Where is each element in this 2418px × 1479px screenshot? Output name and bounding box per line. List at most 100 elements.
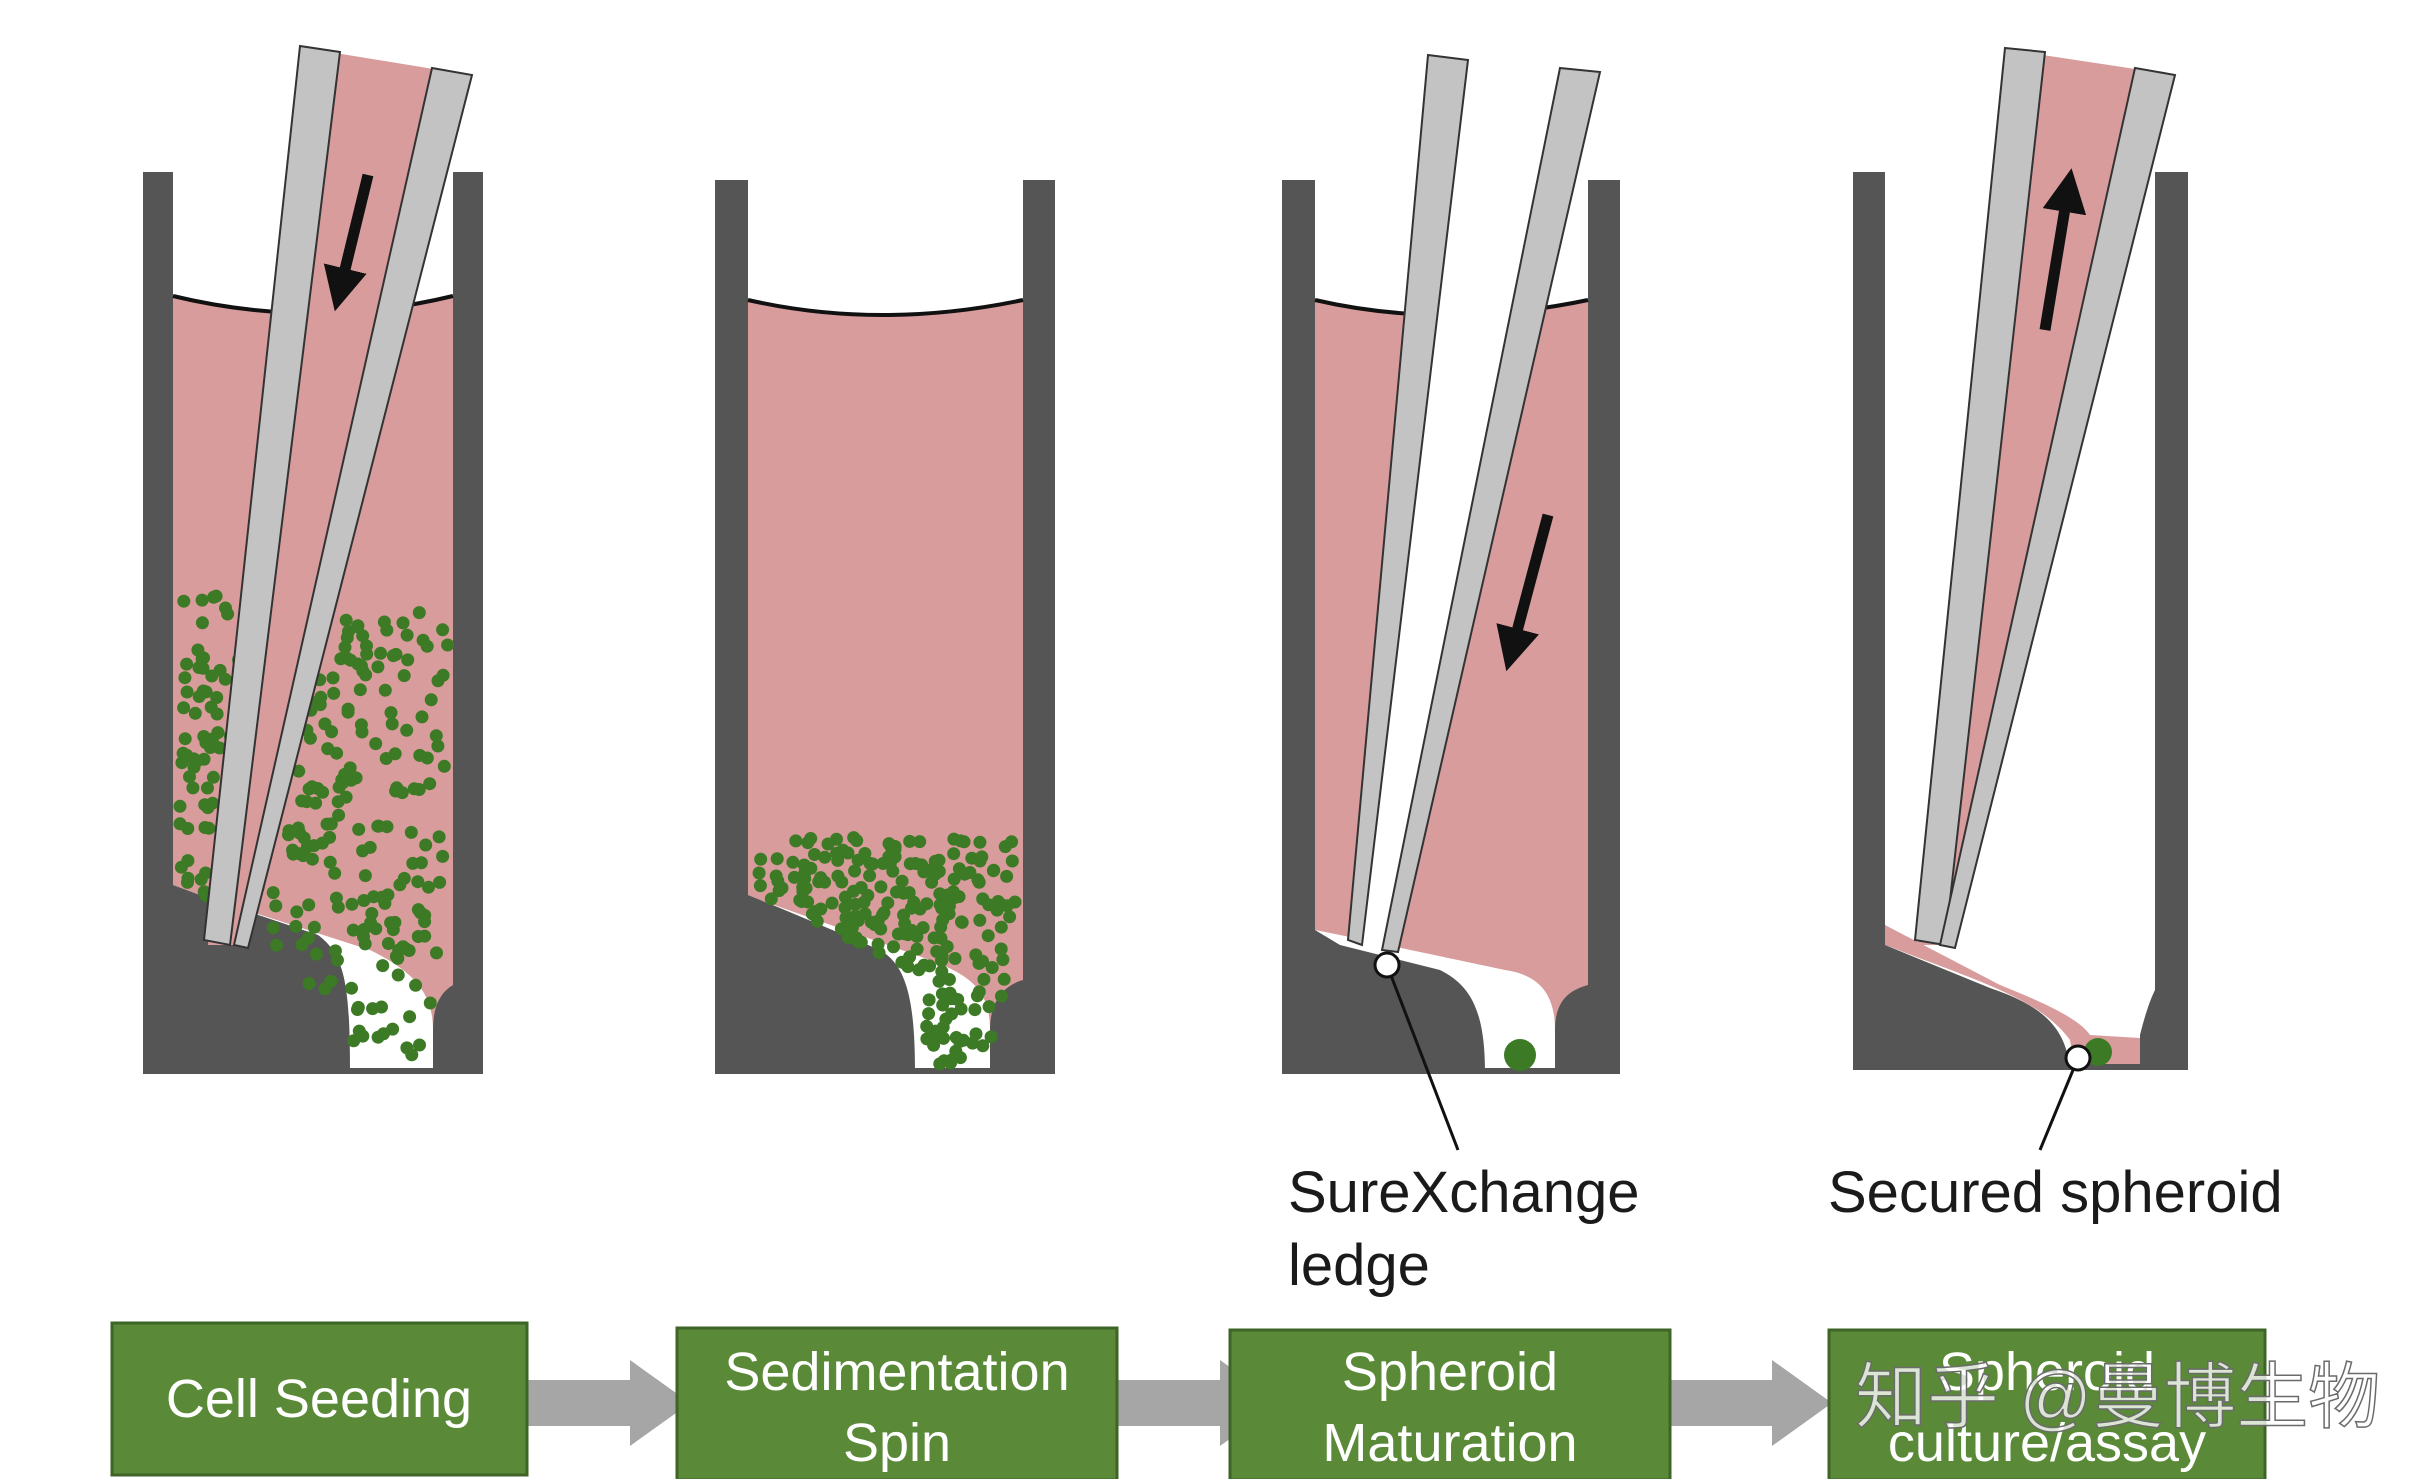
- step-label-line2: Maturation: [1322, 1413, 1577, 1473]
- cell: [432, 830, 446, 844]
- cell: [211, 726, 225, 740]
- cell: [982, 1000, 996, 1014]
- cell: [374, 646, 388, 660]
- cell: [981, 929, 995, 943]
- cell: [178, 732, 192, 746]
- cell: [332, 808, 346, 822]
- cell: [302, 977, 316, 990]
- cell: [339, 790, 353, 804]
- cell: [181, 875, 194, 889]
- cell: [403, 1010, 417, 1024]
- cell: [976, 1039, 990, 1053]
- cell: [371, 660, 385, 674]
- cell: [409, 978, 423, 992]
- cell: [420, 751, 434, 765]
- cell-cluster: [752, 831, 1022, 1071]
- cell: [400, 723, 414, 737]
- meniscus: [747, 298, 1024, 317]
- cell: [786, 855, 800, 869]
- well-wall-left: [715, 180, 915, 1072]
- cell: [181, 822, 195, 835]
- cell: [997, 972, 1011, 986]
- cell: [433, 875, 447, 889]
- cell: [804, 861, 818, 875]
- cell: [346, 923, 360, 937]
- cell: [963, 866, 977, 879]
- cell: [180, 657, 194, 671]
- cell: [882, 837, 896, 851]
- cell: [176, 746, 190, 760]
- cell: [401, 653, 415, 667]
- cell: [197, 752, 211, 766]
- cell: [351, 619, 365, 633]
- cell: [841, 846, 855, 860]
- cell: [917, 958, 931, 972]
- cell: [430, 946, 443, 960]
- cell: [205, 669, 219, 683]
- cell: [218, 672, 232, 686]
- cell: [1000, 869, 1014, 883]
- cell: [977, 972, 991, 986]
- cell: [847, 911, 861, 925]
- cell: [418, 915, 432, 929]
- cell: [381, 937, 395, 950]
- cell: [887, 940, 900, 954]
- cell: [180, 685, 194, 699]
- cell: [936, 1020, 950, 1034]
- cell: [411, 903, 425, 917]
- cell: [385, 717, 399, 731]
- cell: [848, 897, 862, 911]
- cell: [399, 942, 412, 956]
- cell: [987, 863, 1001, 877]
- cell: [266, 921, 280, 935]
- cell: [431, 739, 445, 753]
- cell: [329, 891, 343, 905]
- cell: [356, 629, 370, 643]
- cell: [328, 866, 342, 880]
- cell: [219, 601, 232, 615]
- cell: [352, 822, 366, 836]
- cell: [341, 705, 355, 719]
- cell: [192, 690, 206, 703]
- cell: [328, 944, 342, 958]
- cell: [423, 777, 437, 791]
- cell: [282, 824, 296, 838]
- cell: [968, 1003, 982, 1017]
- workflow-bar: Cell Seeding Sedimentation Spin Spheroid…: [110, 1321, 2267, 1479]
- cell: [937, 1031, 950, 1045]
- pipette-wall-left: [1346, 53, 1470, 947]
- cell: [995, 989, 1008, 1003]
- cell: [903, 857, 917, 871]
- cell: [895, 955, 909, 969]
- cell: [868, 918, 882, 932]
- cell: [389, 647, 403, 661]
- cell: [947, 891, 961, 905]
- cell: [177, 594, 191, 608]
- cell: [936, 998, 950, 1012]
- cell: [984, 1030, 998, 1044]
- cell: [302, 898, 316, 912]
- cell: [922, 993, 936, 1007]
- cell: [305, 780, 319, 794]
- cell: [338, 640, 352, 654]
- cell: [798, 872, 812, 886]
- well-wall-right: [1555, 180, 1620, 1072]
- cell: [344, 773, 358, 787]
- cell: [917, 865, 931, 879]
- cell: [772, 884, 786, 898]
- cell: [191, 643, 205, 657]
- watermark: 知乎 @曼博生物: [1855, 1358, 2380, 1438]
- cell: [422, 880, 435, 894]
- cell: [1005, 854, 1019, 868]
- well-base: [715, 1068, 1055, 1074]
- cell: [985, 961, 999, 974]
- step-sedimentation-spin: Sedimentation Spin: [675, 1326, 1119, 1479]
- well-wall-right: [433, 172, 483, 1072]
- well-base: [1282, 1068, 1620, 1074]
- cell: [380, 623, 394, 637]
- cell: [198, 821, 212, 834]
- cell: [996, 953, 1010, 967]
- cell: [1005, 835, 1019, 849]
- cell: [347, 1034, 361, 1048]
- cell: [300, 795, 314, 809]
